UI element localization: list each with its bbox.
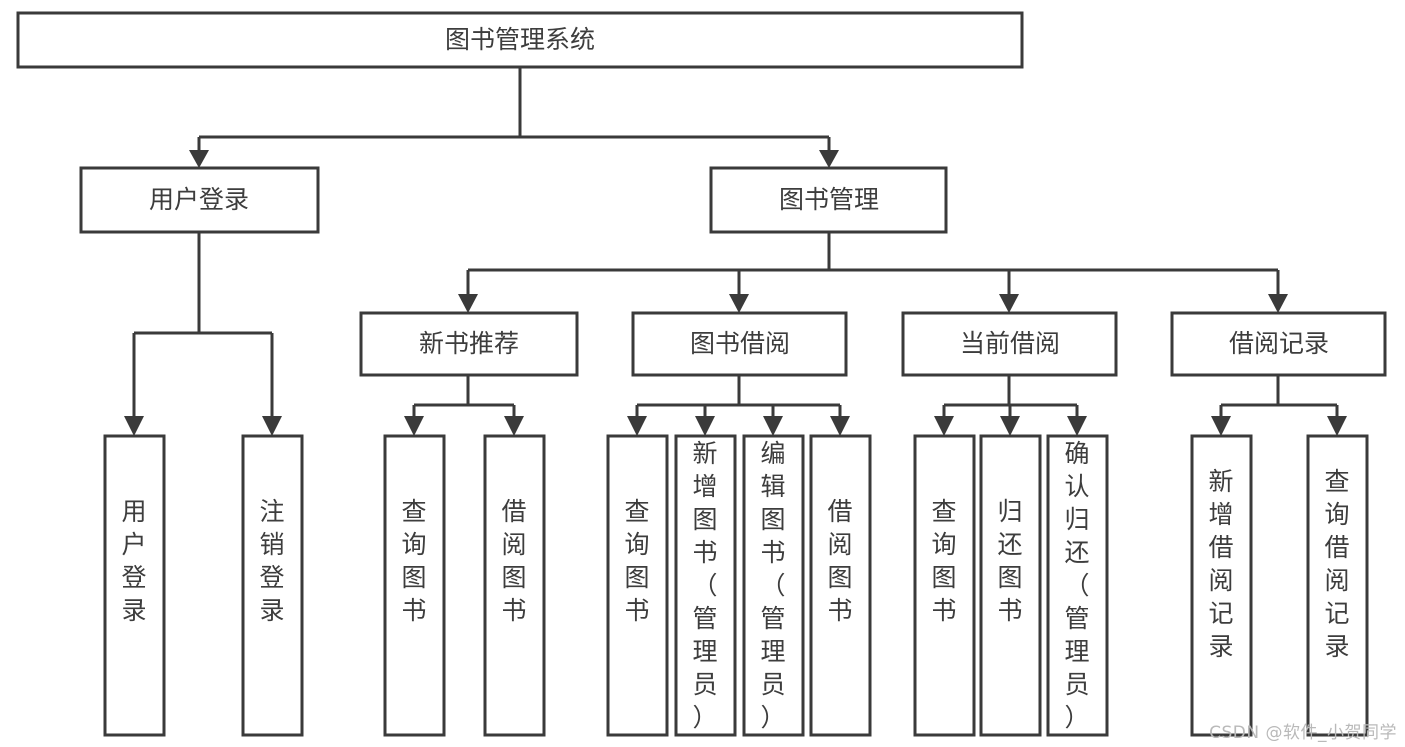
node-borrow[interactable]: 图书借阅 xyxy=(631,311,848,377)
node-leaf-8[interactable]: 借阅图书 xyxy=(809,434,872,737)
node-leaf-6-box xyxy=(674,434,737,737)
arrow-head-records xyxy=(1268,294,1288,313)
node-bookmgmt-box xyxy=(709,166,948,234)
node-newbook-box xyxy=(359,311,579,377)
node-root[interactable]: 图书管理系统 xyxy=(16,11,1024,69)
node-leaf-5-box xyxy=(606,434,669,737)
node-leaf-8-box xyxy=(809,434,872,737)
node-leaf-1-box xyxy=(103,434,166,737)
node-login-box xyxy=(79,166,320,234)
arrow-head-leaf-11 xyxy=(1067,416,1087,436)
node-leaf-7[interactable]: 编辑图书（管理员） xyxy=(742,434,805,737)
node-login[interactable]: 用户登录 xyxy=(79,166,320,234)
node-leaf-4[interactable]: 借阅图书 xyxy=(483,434,546,737)
arrow-head-login xyxy=(189,150,209,168)
node-leaf-13-label: 查询借阅记录 xyxy=(1324,467,1349,661)
node-leaf-12[interactable]: 新增借阅记录 xyxy=(1190,434,1253,737)
node-leaf-11[interactable]: 确认归还（管理员） xyxy=(1046,434,1109,737)
arrow-head-leaf-6 xyxy=(695,416,715,436)
node-records-box xyxy=(1170,311,1387,377)
node-current-box xyxy=(901,311,1118,377)
node-bookmgmt[interactable]: 图书管理 xyxy=(709,166,948,234)
node-leaf-2-box xyxy=(241,434,304,737)
arrow-head-leaf-12 xyxy=(1211,416,1231,436)
arrow-head-current xyxy=(999,294,1019,313)
node-leaf-12-label: 新增借阅记录 xyxy=(1208,467,1233,661)
node-leaf-13-box xyxy=(1306,434,1369,737)
arrow-head-leaf-13 xyxy=(1327,416,1347,436)
node-leaf-13[interactable]: 查询借阅记录 xyxy=(1306,434,1369,737)
arrow-head-leaf-9 xyxy=(934,416,954,436)
node-leaf-9-box xyxy=(913,434,976,737)
node-records-label: 借阅记录 xyxy=(1229,329,1329,358)
node-leaf-10-box xyxy=(979,434,1042,737)
node-bookmgmt-label: 图书管理 xyxy=(779,185,879,214)
connector-layer xyxy=(124,67,1347,436)
node-borrow-box xyxy=(631,311,848,377)
node-leaf-2-label: 注销登录 xyxy=(259,497,284,625)
arrow-head-bookmgmt xyxy=(819,150,839,168)
arrow-head-borrow xyxy=(729,294,749,313)
arrow-head-leaf-5 xyxy=(627,416,647,436)
node-leaf-10-label: 归还图书 xyxy=(997,497,1022,625)
node-login-label: 用户登录 xyxy=(149,185,249,214)
node-leaf-9[interactable]: 查询图书 xyxy=(913,434,976,737)
node-leaf-9-label: 查询图书 xyxy=(931,497,956,625)
node-leaf-6[interactable]: 新增图书（管理员） xyxy=(674,434,737,737)
node-leaf-11-box xyxy=(1046,434,1109,737)
node-leaf-1-label: 用户登录 xyxy=(121,497,146,625)
node-leaf-12-box xyxy=(1190,434,1253,737)
node-leaf-7-box xyxy=(742,434,805,737)
node-leaf-7-label: 编辑图书（管理员） xyxy=(760,439,785,732)
arrow-head-leaf-3 xyxy=(404,416,424,436)
node-leaf-5-label: 查询图书 xyxy=(624,497,649,625)
node-leaf-3-box xyxy=(383,434,446,737)
node-leaf-4-box xyxy=(483,434,546,737)
arrow-head-leaf-4 xyxy=(504,416,524,436)
node-leaf-6-label: 新增图书（管理员） xyxy=(692,439,717,732)
node-leaf-4-label: 借阅图书 xyxy=(501,497,526,625)
arrow-head-leaf-2 xyxy=(262,416,282,436)
node-root-box xyxy=(16,11,1024,69)
node-leaf-5[interactable]: 查询图书 xyxy=(606,434,669,737)
arrow-head-leaf-8 xyxy=(830,416,850,436)
arrow-head-leaf-1 xyxy=(124,416,144,436)
node-leaf-8-label: 借阅图书 xyxy=(827,497,852,625)
node-newbook[interactable]: 新书推荐 xyxy=(359,311,579,377)
node-borrow-label: 图书借阅 xyxy=(690,329,790,358)
node-leaf-2[interactable]: 注销登录 xyxy=(241,434,304,737)
node-leaf-10[interactable]: 归还图书 xyxy=(979,434,1042,737)
node-current-label: 当前借阅 xyxy=(960,329,1060,358)
arrow-head-newbook xyxy=(458,294,478,313)
node-root-label: 图书管理系统 xyxy=(445,25,595,54)
node-leaf-3-label: 查询图书 xyxy=(401,497,426,625)
arrow-head-leaf-7 xyxy=(763,416,783,436)
node-records[interactable]: 借阅记录 xyxy=(1170,311,1387,377)
node-current[interactable]: 当前借阅 xyxy=(901,311,1118,377)
node-leaf-11-label: 确认归还（管理员） xyxy=(1064,439,1089,732)
node-leaf-1[interactable]: 用户登录 xyxy=(103,434,166,737)
node-leaf-3[interactable]: 查询图书 xyxy=(383,434,446,737)
arrow-head-leaf-10 xyxy=(1000,416,1020,436)
node-newbook-label: 新书推荐 xyxy=(419,329,519,358)
